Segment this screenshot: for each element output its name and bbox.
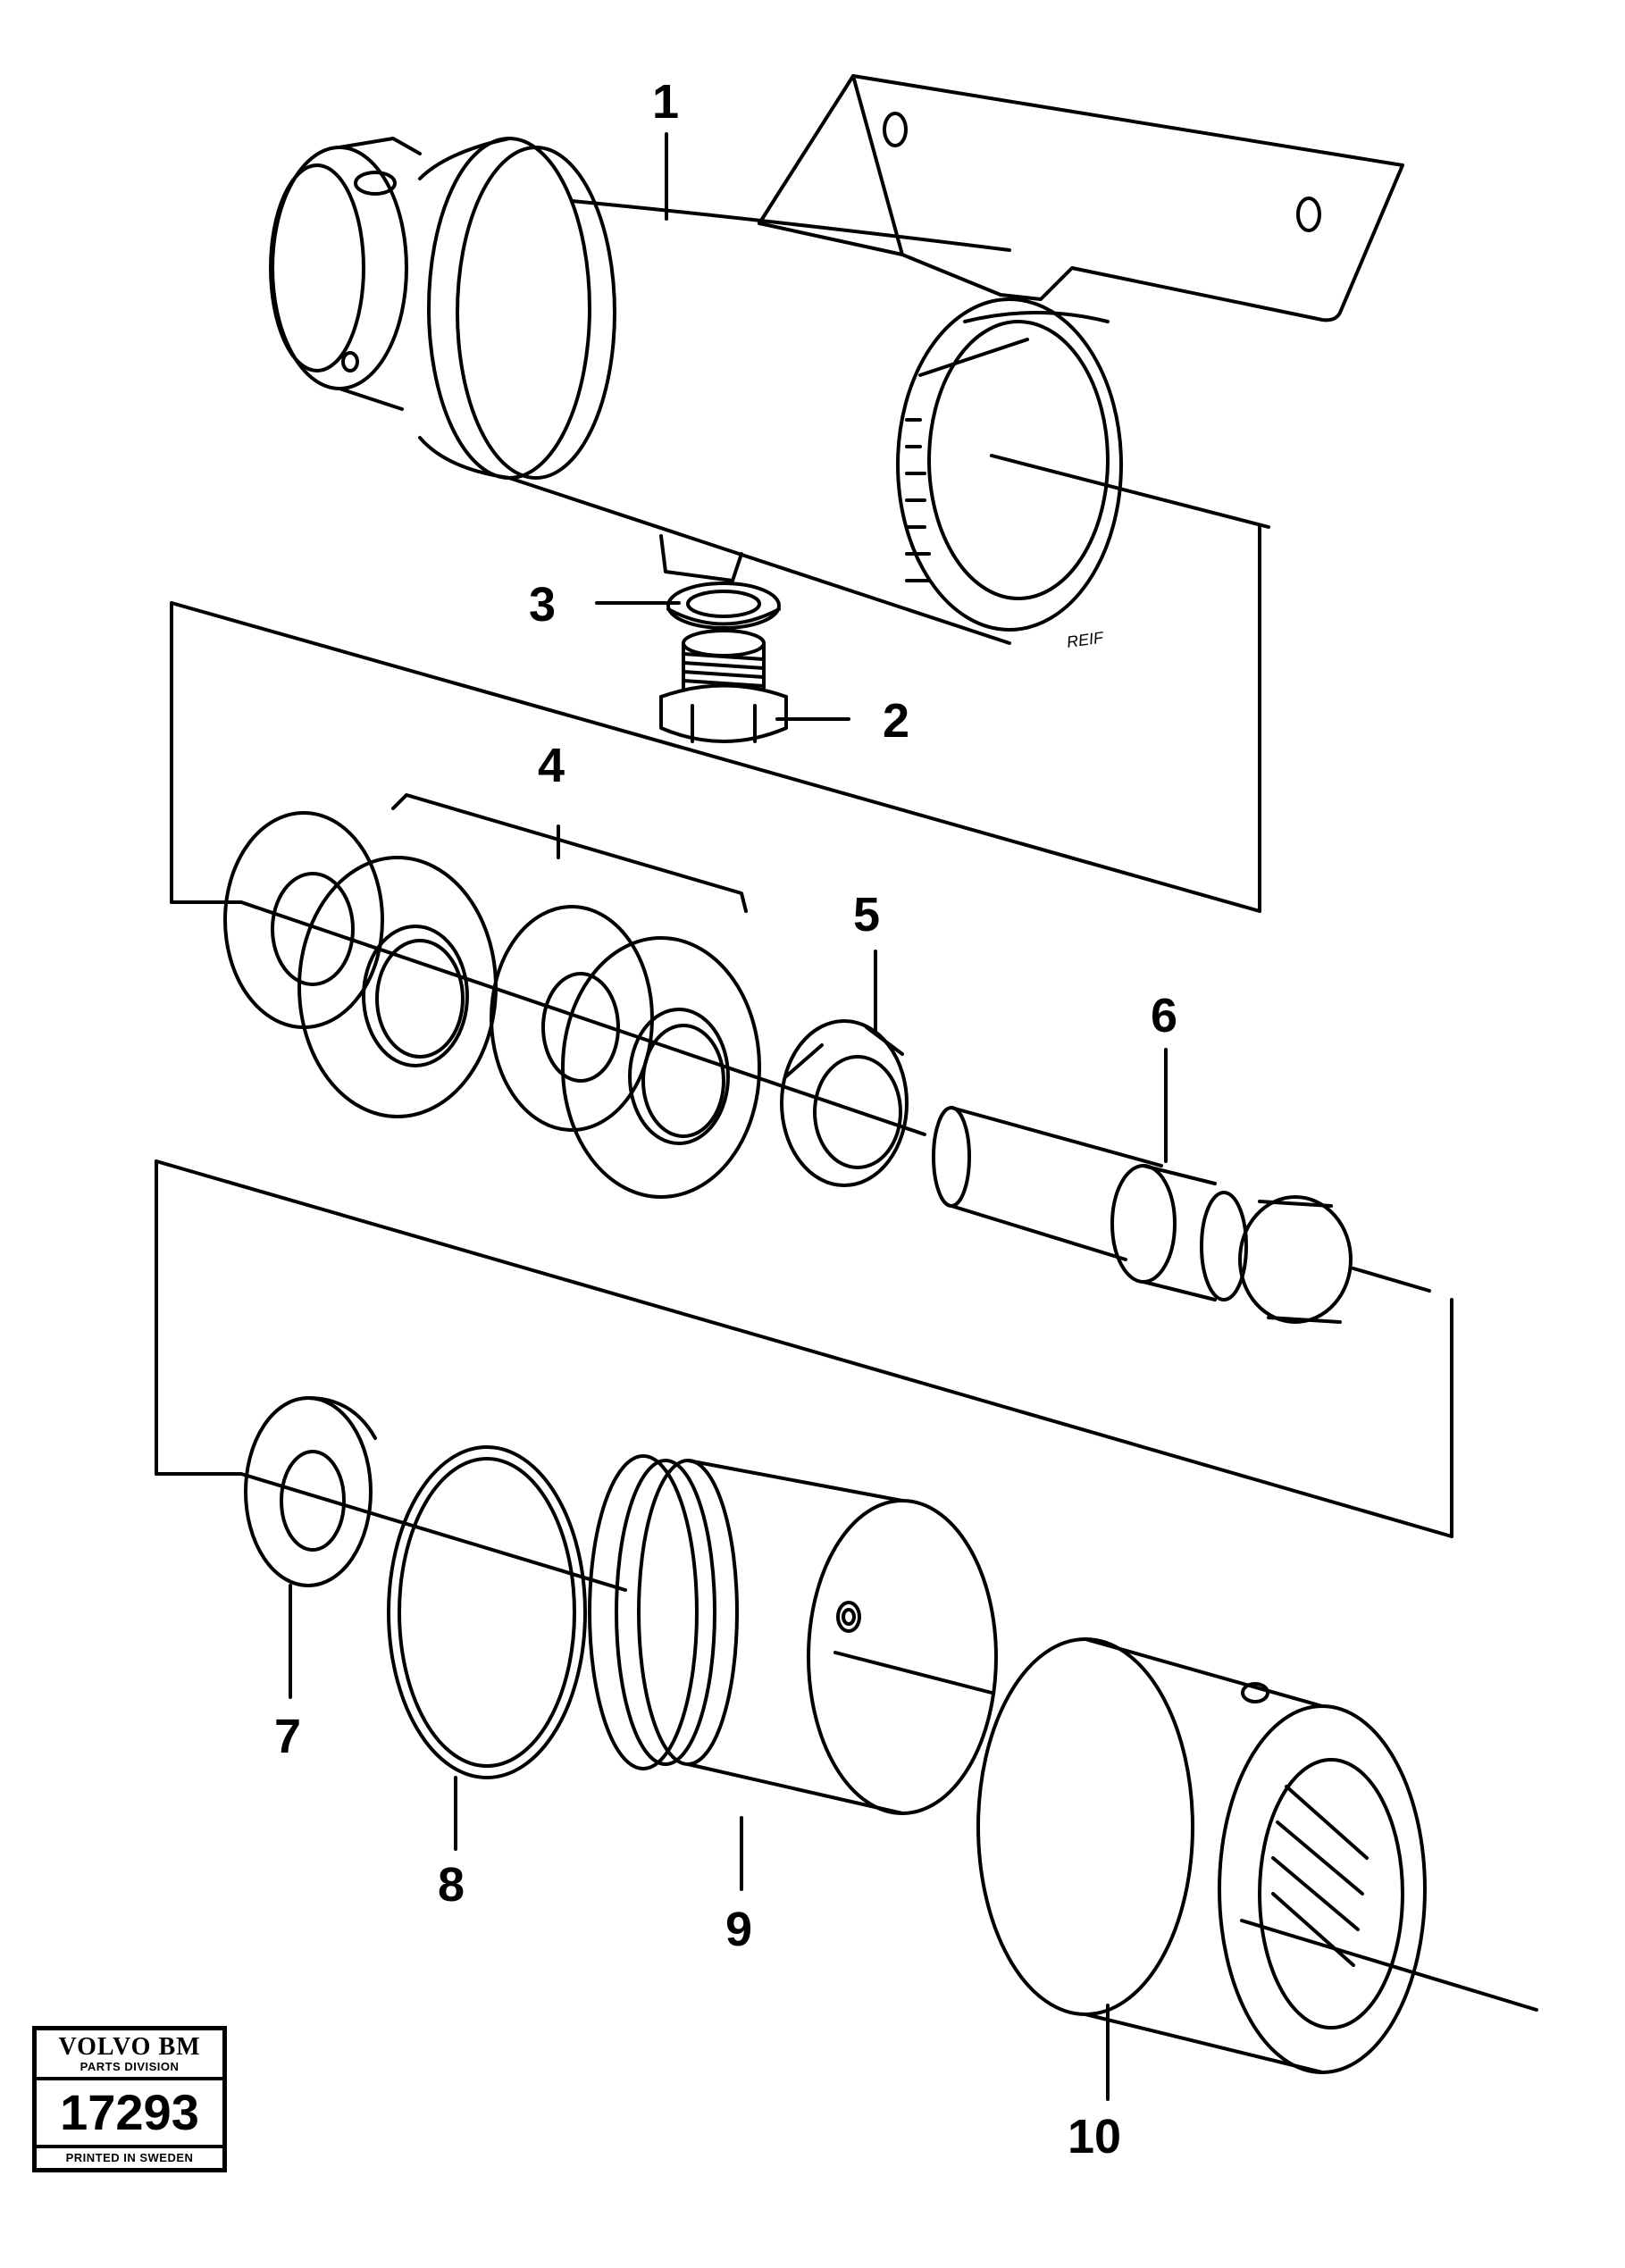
part-4-seal-kit — [223, 793, 761, 1199]
callout-9: 9 — [725, 1903, 752, 1956]
callout-3: 3 — [529, 578, 556, 632]
callout-7: 7 — [274, 1710, 301, 1763]
assembly-centerlines — [155, 525, 1538, 2012]
part-9-cylinder-head — [588, 1454, 998, 1815]
part-3-washer — [666, 582, 781, 630]
stamp-printed: PRINTED IN SWEDEN — [65, 2151, 194, 2164]
part-5-bushing — [780, 1019, 909, 1187]
part-6-piston-rod — [932, 1106, 1353, 1324]
part-7-wiper-seal — [244, 1396, 377, 1587]
callout-1: 1 — [652, 75, 679, 129]
draftsman-signature: REIF — [1066, 628, 1105, 651]
leader-lines — [289, 132, 1168, 2101]
callout-labels: 1 3 2 4 5 6 7 8 9 10 — [274, 75, 1177, 2163]
stamp-division: PARTS DIVISION — [37, 2061, 222, 2080]
stamp-brand: VOLVO BM — [58, 2033, 201, 2061]
volvo-bm-parts-stamp: VOLVO BM PARTS DIVISION 17293 PRINTED IN… — [32, 2026, 227, 2172]
part-10-gland-nut — [976, 1637, 1427, 2074]
callout-4: 4 — [538, 739, 565, 792]
callout-10: 10 — [1068, 2110, 1121, 2163]
callout-6: 6 — [1151, 989, 1177, 1042]
part-8-o-ring — [387, 1445, 587, 1779]
callout-2: 2 — [883, 694, 909, 748]
part-1-cylinder-tube — [269, 74, 1404, 645]
callout-5: 5 — [853, 888, 880, 942]
part-2-threaded-nipple — [659, 629, 788, 743]
stamp-number: 17293 — [37, 2080, 222, 2148]
callout-8: 8 — [438, 1858, 465, 1912]
